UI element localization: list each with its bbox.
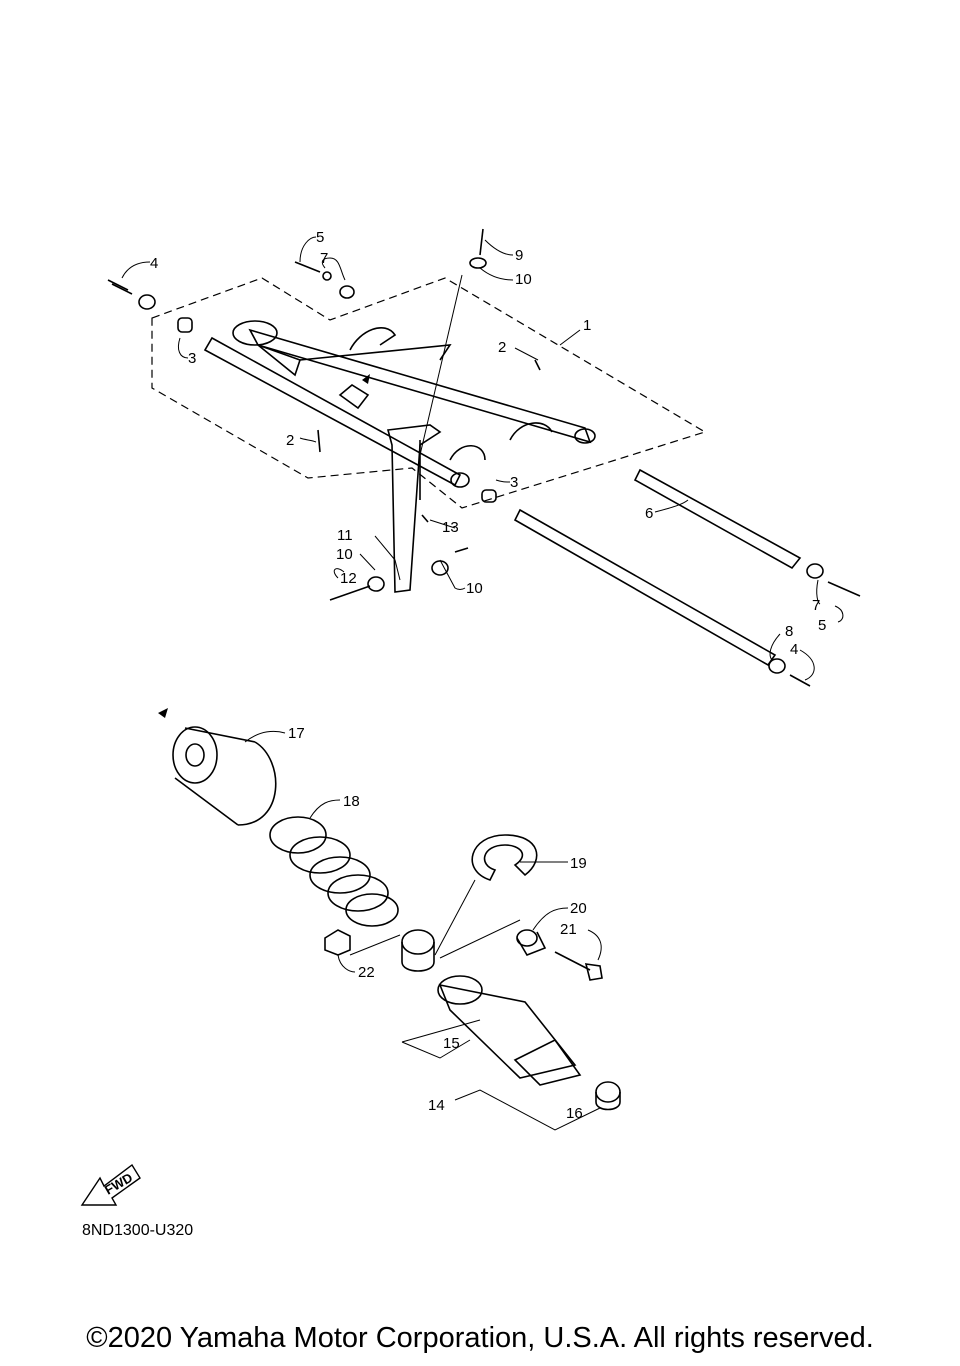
swingarm-frame: [203, 320, 596, 488]
callout-16: 16: [566, 1105, 583, 1122]
callout-19: 19: [570, 855, 587, 872]
callout-10: 10: [466, 580, 483, 597]
callout-1: 1: [583, 317, 591, 334]
link-bracket: [386, 424, 442, 593]
callout-17: 17: [288, 725, 305, 742]
callout-18: 18: [343, 793, 360, 810]
callout-14: 14: [428, 1097, 445, 1114]
copyright-notice: ©2020 Yamaha Motor Corporation, U.S.A. A…: [86, 1322, 874, 1354]
callout-8: 8: [785, 623, 793, 640]
callout-2: 2: [286, 432, 294, 449]
small-fasteners: [107, 228, 861, 687]
callout-5: 5: [316, 229, 324, 246]
callout-13: 13: [442, 519, 459, 536]
callout-12: 12: [340, 570, 357, 587]
callout-2: 2: [498, 339, 506, 356]
callout-3: 3: [188, 350, 196, 367]
pivot-shaft: [513, 468, 802, 667]
diagram-code: 8ND1300-U320: [82, 1222, 194, 1239]
indicator-arrow-icon: [362, 374, 370, 384]
shock-spring: [269, 816, 399, 927]
callout-22: 22: [358, 964, 375, 981]
callout-7: 7: [812, 597, 820, 614]
callout-6: 6: [645, 505, 653, 522]
indicator-arrow-icon: [158, 708, 168, 718]
shock-boot: [172, 726, 277, 826]
callout-4: 4: [790, 641, 798, 658]
callout-3: 3: [510, 474, 518, 491]
callout-5: 5: [818, 617, 826, 634]
callout-9: 9: [515, 247, 523, 264]
shock-absorber: [401, 929, 582, 1086]
callout-numbers: 1 2 2 3 3 4 4 5 5 6 7 7 8 9 10 10 10 11 …: [150, 229, 826, 1122]
callout-10: 10: [515, 271, 532, 288]
callout-4: 4: [150, 255, 158, 272]
callout-21: 21: [560, 921, 577, 938]
callout-10: 10: [336, 546, 353, 563]
leader-lines: [121, 236, 844, 1131]
swingarm-assembly-boundary: [151, 277, 707, 509]
shock-hardware: [324, 929, 621, 1111]
fwd-arrow-icon: FWD: [80, 1163, 141, 1206]
spring-seat: [471, 834, 538, 881]
callout-7: 7: [320, 250, 328, 267]
callout-11: 11: [337, 527, 353, 544]
callout-20: 20: [570, 900, 587, 917]
callout-15: 15: [443, 1035, 460, 1052]
